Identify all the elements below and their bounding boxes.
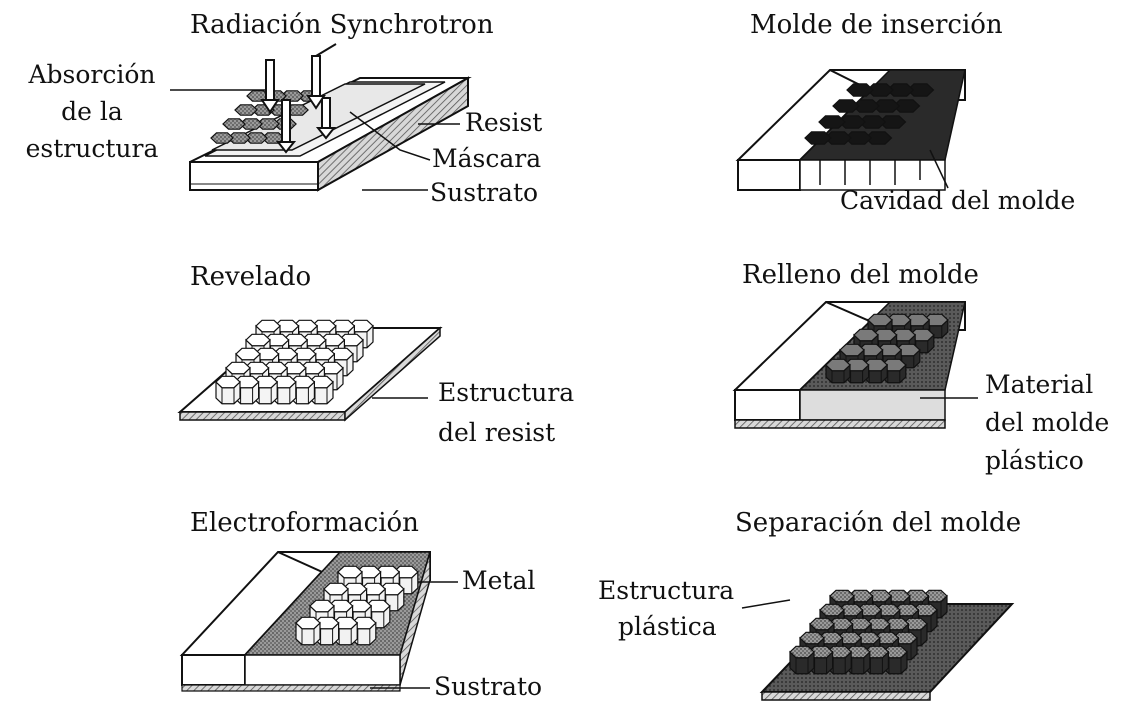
hex-cell (846, 83, 874, 97)
hex-cell (234, 104, 258, 116)
panel-separacion (741, 589, 1015, 701)
label-sustrato-1: Sustrato (430, 178, 539, 207)
hex-cell (829, 589, 855, 603)
panel-electroformacion (179, 551, 458, 692)
panel-title-radiacion: Radiación Synchrotron (190, 10, 494, 40)
label-estructura: estructura (25, 134, 159, 163)
panel-title-molde-insercion: Molde de inserción (750, 10, 1003, 40)
hex-cell (799, 631, 825, 645)
label-estructura-resist-2: del resist (438, 418, 556, 447)
panel-title-separacion: Separación del molde (735, 508, 1022, 538)
label-sustrato-2: Sustrato (434, 672, 543, 701)
hex-cell (235, 347, 261, 361)
panel-title-revelado: Revelado (190, 262, 312, 292)
hex-cell (818, 115, 846, 129)
label-cavidad-molde: Cavidad del molde (840, 186, 1076, 215)
hex-cell (210, 132, 234, 144)
hex-cell (819, 603, 845, 617)
panel-radiacion (170, 43, 472, 192)
hex-cell (295, 616, 321, 630)
panel-relleno (732, 301, 978, 429)
panel-title-electroformacion: Electroformación (190, 508, 419, 538)
label-mascara: Máscara (432, 144, 542, 173)
label-plastico: plástico (985, 446, 1084, 475)
substrate-side (317, 76, 469, 192)
label-metal: Metal (462, 566, 536, 595)
electroformed-hexes (295, 565, 419, 646)
substrate-front (189, 161, 319, 191)
hex-cell (337, 565, 363, 579)
hex-cell (825, 358, 851, 372)
panel-title-relleno: Relleno del molde (742, 260, 979, 290)
hex-cell (839, 343, 865, 357)
hex-cell (225, 361, 251, 375)
hex-cell (867, 313, 893, 327)
hex-cell (804, 131, 832, 145)
resist-structure-hexes (215, 319, 374, 405)
hex-cell (853, 328, 879, 342)
filled-mold-hexes (825, 313, 949, 384)
hex-cell (789, 645, 815, 659)
label-estructura-resist-1: Estructura (438, 378, 575, 407)
label-resist: Resist (465, 108, 543, 137)
hex-cell (215, 375, 241, 389)
mold-cavity-hexes (804, 83, 935, 145)
panel-revelado (177, 319, 443, 422)
hex-cell (222, 118, 246, 130)
label-estructura-plastica-1: Estructura (598, 576, 735, 605)
hex-cell (809, 617, 835, 631)
label-absorcion: Absorción (28, 60, 156, 89)
label-de-la: de la (61, 97, 123, 126)
label-material: Material (985, 370, 1094, 399)
hex-cell (255, 319, 281, 333)
label-del-molde: del molde (985, 408, 1110, 437)
radiation-arrows (260, 43, 337, 154)
hex-cell (309, 599, 335, 613)
panel-molde-insercion (735, 69, 966, 191)
label-estructura-plastica-2: plástica (618, 612, 717, 641)
plastic-structure-hexes (789, 589, 948, 675)
hex-cell (832, 99, 860, 113)
hex-cell (323, 582, 349, 596)
hex-cell (245, 333, 271, 347)
